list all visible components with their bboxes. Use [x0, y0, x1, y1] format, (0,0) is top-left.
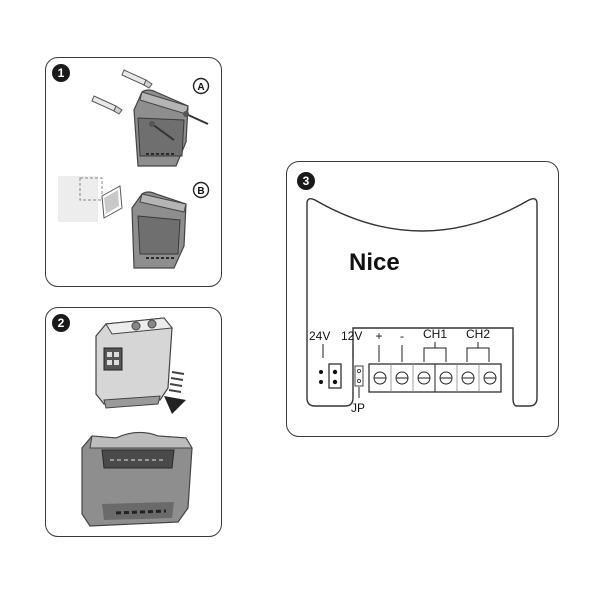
- step-1-illustration: A B: [58, 69, 210, 269]
- label-minus: -: [400, 329, 404, 343]
- label-24v: 24V: [309, 329, 330, 343]
- label-ch1: CH1: [423, 327, 447, 341]
- label-b: B: [197, 186, 204, 197]
- step-2-illustration: [81, 317, 193, 527]
- step-number-badge: 1: [52, 64, 70, 82]
- wall-plug-icon: [91, 95, 123, 115]
- label-12v: 12V: [341, 329, 362, 343]
- receiver-bracket-bottom: [131, 191, 187, 269]
- label-ch2: CH2: [466, 327, 490, 341]
- screw-icon: [183, 111, 209, 125]
- terminal-screw-icon: [439, 371, 453, 385]
- adhesive-pad-icon: [58, 176, 123, 222]
- receiver-housing-outline: [306, 197, 538, 407]
- label-b-circle: [192, 181, 210, 199]
- jumper-jp: [354, 365, 364, 398]
- step-3-panel: 3 Nice 24V 12V JP + - CH1 CH2: [286, 161, 559, 437]
- terminal-screw-icon: [483, 371, 497, 385]
- terminal-board-diagram: Nice 24V 12V JP + - CH1 CH2: [306, 197, 538, 415]
- terminal-screw-icon: [461, 371, 475, 385]
- label-a: A: [197, 82, 204, 93]
- brand-logo: Nice: [349, 249, 400, 276]
- receiver-module: [95, 317, 173, 409]
- step-1-panel: 1 A: [45, 57, 222, 287]
- terminal-screw-icon: [395, 371, 409, 385]
- step-number-badge: 3: [297, 172, 315, 190]
- step-2-panel: 2: [45, 307, 222, 537]
- label-a-circle: [192, 77, 210, 95]
- terminal-screw-icon: [417, 371, 431, 385]
- wall-plug-icon: [121, 69, 153, 89]
- step-number-badge: 2: [52, 314, 70, 332]
- terminal-screw-icon: [373, 371, 387, 385]
- insert-arrow-icon: [164, 371, 186, 414]
- jumper-pins: [319, 363, 342, 389]
- receiver-base: [81, 431, 193, 527]
- terminal-block: [368, 363, 502, 393]
- label-plus: +: [375, 329, 382, 343]
- label-jp: JP: [351, 401, 365, 415]
- receiver-bracket-top: [133, 89, 189, 167]
- screw-icon: [149, 121, 175, 141]
